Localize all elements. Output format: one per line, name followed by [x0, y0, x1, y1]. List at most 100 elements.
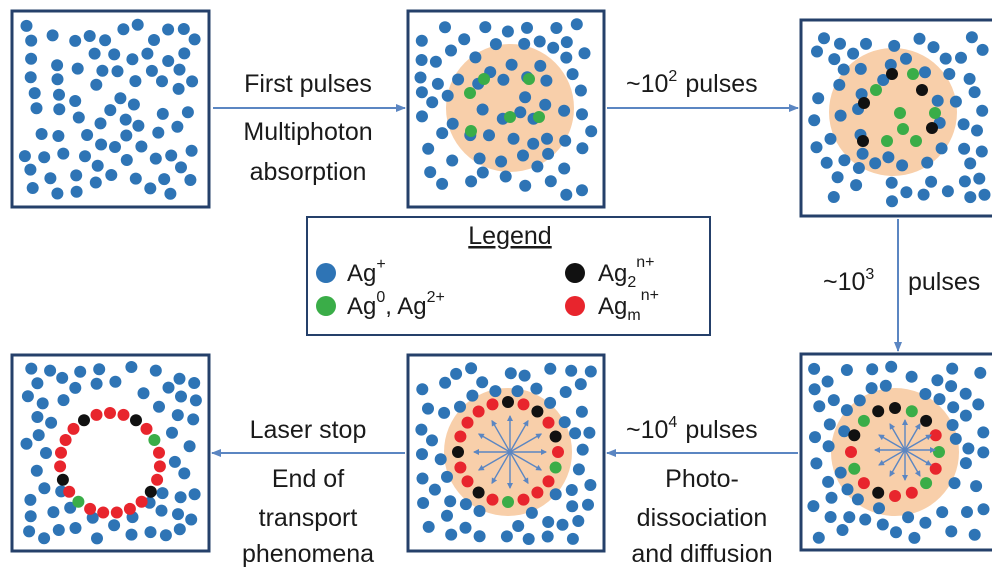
ag-plus-particle: [853, 394, 866, 407]
ag-plus-particle: [422, 402, 434, 415]
particles-panel-1: [18, 18, 201, 200]
ag-plus-particle: [913, 32, 926, 45]
ag-plus-particle: [25, 362, 38, 375]
ag-plus-particle: [162, 55, 175, 67]
ag-plus-particle: [64, 501, 77, 514]
ag2-cluster-particle: [920, 414, 933, 427]
diffusion-ray: [904, 449, 921, 477]
ag-plus-particle: [560, 188, 573, 201]
ag-plus-particle: [843, 511, 856, 524]
ag-plus-particle: [558, 162, 571, 175]
ag-plus-particle: [886, 195, 898, 208]
ag-plus-particle: [533, 35, 546, 48]
ag-plus-particle: [446, 117, 459, 130]
ag-plus-particle: [921, 156, 934, 169]
diffusion-arrows-panel-6: [874, 419, 936, 481]
ag-plus-particle: [38, 151, 51, 164]
ag-plus-particle: [162, 23, 175, 36]
ag-plus-particle: [466, 389, 479, 402]
ag-plus-particle: [900, 52, 912, 65]
ag-plus-particle: [25, 52, 38, 65]
ag-plus-particle: [838, 154, 851, 167]
ag-plus-particle: [827, 191, 840, 203]
ag-plus-particle: [162, 381, 175, 394]
agm-cluster-particle: [517, 398, 530, 411]
ag-plus-particle: [576, 108, 588, 121]
ag-plus-particle: [188, 33, 201, 46]
ag-plus-particle: [18, 150, 31, 163]
agm-cluster-particle: [67, 422, 80, 435]
ag-plus-particle: [540, 74, 553, 87]
ag-plus-particle: [949, 95, 962, 108]
ag-plus-particle: [91, 532, 103, 545]
ag-plus-particle: [885, 176, 898, 189]
ag-plus-particle: [840, 364, 853, 376]
ag-zero-particle: [523, 73, 535, 85]
ag-plus-particle: [26, 182, 39, 194]
ag-plus-particle: [441, 509, 453, 522]
ag-plus-particle: [908, 531, 921, 544]
ag-plus-particle: [120, 129, 133, 142]
ag-plus-particle: [159, 529, 172, 542]
agm-cluster-particle: [542, 475, 555, 488]
ag-plus-particle: [21, 390, 34, 403]
ag-plus-particle: [560, 36, 573, 49]
ag-plus-particle: [827, 394, 840, 407]
ag-plus-particle: [900, 186, 913, 199]
caption-1e4-word: pulses: [685, 416, 757, 444]
ag-plus-particle: [852, 162, 865, 174]
ag-zero-particle: [848, 462, 861, 475]
ag-plus-particle: [434, 453, 447, 466]
ag-plus-particle: [958, 142, 971, 155]
ag-plus-particle: [439, 21, 451, 34]
ag-plus-particle: [47, 506, 60, 519]
ag-zero-particle: [533, 111, 545, 123]
ag-plus-particle: [976, 43, 989, 56]
ag-plus-particle: [132, 119, 145, 132]
ag-plus-particle: [69, 95, 82, 107]
ag-plus-particle: [56, 371, 69, 384]
ag-plus-particle: [79, 150, 91, 163]
ag-plus-particle: [575, 405, 588, 418]
ag-zero-particle: [897, 123, 909, 135]
ag-plus-particle: [109, 141, 121, 153]
ag-plus-particle: [476, 166, 489, 179]
ag-plus-particle: [51, 59, 64, 72]
ag2-cluster-particle: [886, 68, 898, 80]
agm-cluster-particle: [552, 446, 564, 458]
ag-plus-particle: [104, 104, 117, 117]
ag-plus-particle: [933, 393, 946, 406]
agm-cluster-particle: [140, 422, 153, 435]
ag-plus-particle: [415, 86, 428, 99]
agm-cluster-particle: [117, 408, 130, 421]
ag-zero-particle: [870, 84, 882, 96]
panel-3-frame: [799, 18, 992, 218]
caption-phenomena: phenomena: [242, 540, 374, 568]
ag-plus-particle: [959, 387, 972, 400]
ag-plus-particle: [572, 515, 585, 527]
ag-plus-particle: [576, 443, 589, 456]
ag2-cluster-particle: [549, 430, 562, 443]
agm-cluster-particle: [97, 506, 110, 519]
ag-plus-particle: [541, 132, 553, 145]
ag-plus-particle: [525, 506, 538, 519]
ag-plus-particle: [489, 385, 502, 398]
ag-plus-particle: [120, 154, 133, 166]
ag-plus-particle: [83, 30, 96, 42]
ag-plus-particle: [188, 377, 201, 389]
ag-plus-particle: [585, 125, 598, 138]
ag-plus-particle: [576, 184, 588, 197]
caption-1e2-base: ~10: [626, 70, 668, 98]
ag-plus-particle: [74, 365, 87, 378]
legend-label-ag-zero: Ag0, Ag2+: [347, 289, 445, 320]
ag-plus-particle: [36, 397, 49, 410]
ag-plus-particle: [949, 432, 962, 445]
ag-plus-particle: [962, 442, 975, 455]
agm-cluster-particle: [151, 473, 164, 486]
caption-dissociation: dissociation: [637, 504, 768, 532]
ag-plus-particle: [177, 23, 190, 35]
agm-cluster-particle: [486, 398, 499, 411]
ag-zero-particle: [894, 107, 906, 119]
ag-plus-particle: [583, 426, 596, 439]
diffusion-ray: [509, 451, 529, 485]
